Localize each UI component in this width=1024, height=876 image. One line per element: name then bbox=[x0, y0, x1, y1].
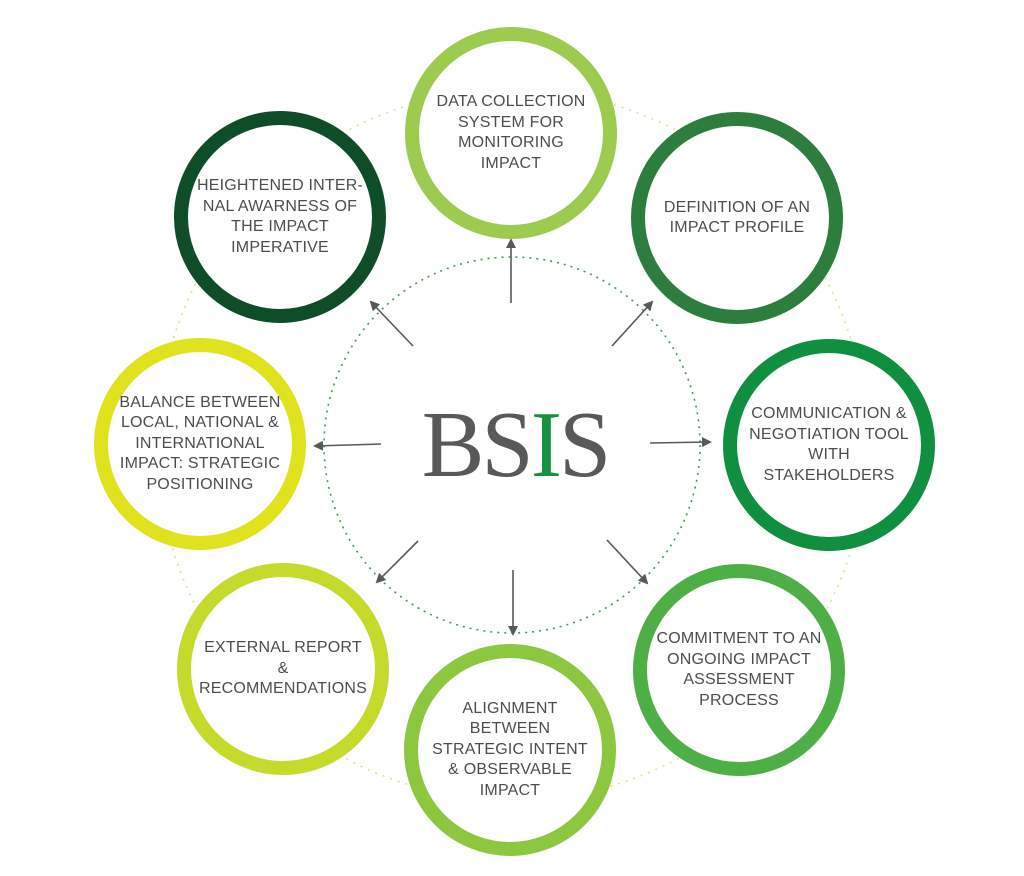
logo-suffix: S bbox=[559, 393, 611, 497]
node-data-collection: DATA COLLECTION SYSTEM FOR MONITORING IM… bbox=[405, 27, 617, 239]
node-alignment: ALIGNMENT BETWEEN STRATEGIC INTENT & OBS… bbox=[404, 644, 616, 856]
node-label: ALIGNMENT BETWEEN STRATEGIC INTENT & OBS… bbox=[432, 699, 588, 799]
node-external-report: EXTERNAL REPORT & RECOMMENDATIONS bbox=[177, 563, 389, 775]
arrow-group bbox=[313, 238, 712, 636]
node-commitment: COMMITMENT TO AN ONGOING IMPACT ASSESSME… bbox=[633, 564, 845, 776]
arrow-to-commitment bbox=[606, 539, 649, 585]
logo-prefix: BS bbox=[421, 393, 534, 497]
node-label: COMMITMENT TO AN ONGOING IMPACT ASSESSME… bbox=[656, 630, 822, 709]
arrow-to-balance bbox=[313, 440, 382, 451]
node-label: DEFINITION OF AN IMPACT PROFILE bbox=[663, 198, 811, 237]
node-awareness: HEIGHTENED INTER-NAL AWARNESS OF THE IMP… bbox=[174, 111, 386, 323]
node-label: BALANCE BETWEEN LOCAL, NATIONAL & INTERN… bbox=[119, 393, 281, 493]
arrow-to-impact-profile bbox=[611, 300, 654, 347]
node-label: COMMUNICATION & NEGOTIATION TOOL WITH ST… bbox=[749, 405, 909, 484]
bsis-logo: BSIS bbox=[390, 385, 640, 505]
node-label: DATA COLLECTION SYSTEM FOR MONITORING IM… bbox=[436, 93, 586, 172]
arrow-to-external-report bbox=[375, 540, 419, 584]
logo-accent-letter: I bbox=[530, 393, 562, 497]
arrow-to-communication bbox=[649, 437, 712, 448]
node-communication: COMMUNICATION & NEGOTIATION TOOL WITH ST… bbox=[723, 339, 935, 551]
arrow-to-awareness bbox=[369, 300, 414, 347]
node-label: HEIGHTENED INTER-NAL AWARNESS OF THE IMP… bbox=[196, 177, 364, 256]
node-balance: BALANCE BETWEEN LOCAL, NATIONAL & INTERN… bbox=[94, 338, 306, 550]
node-impact-profile: DEFINITION OF AN IMPACT PROFILE bbox=[631, 112, 843, 324]
node-label: EXTERNAL REPORT & RECOMMENDATIONS bbox=[198, 639, 368, 698]
